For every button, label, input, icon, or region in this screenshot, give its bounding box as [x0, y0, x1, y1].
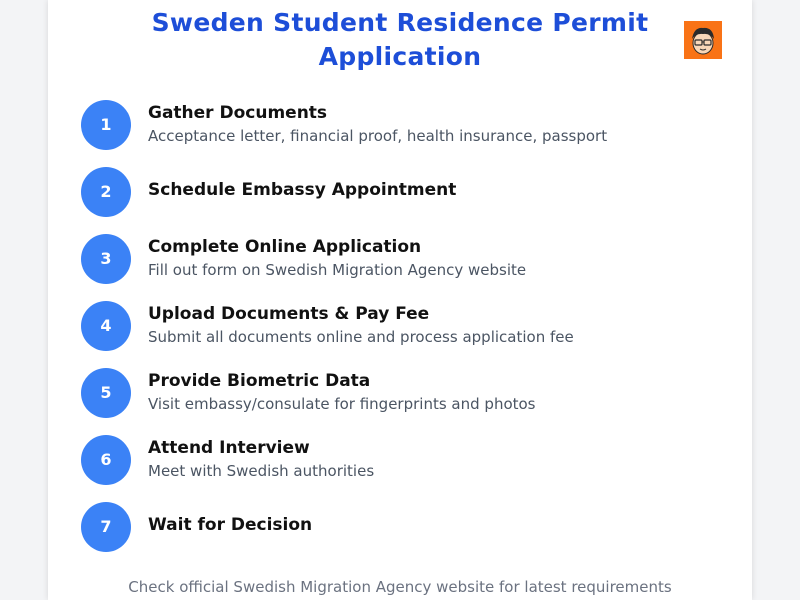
step-title: Provide Biometric Data [148, 371, 371, 391]
step-description: Fill out form on Swedish Migration Agenc… [148, 261, 527, 279]
step-5: 5 Provide Biometric Data Visit embassy/c… [81, 368, 721, 418]
step-number-badge: 3 [81, 234, 131, 284]
step-number-badge: 5 [81, 368, 131, 418]
step-description: Acceptance letter, financial proof, heal… [148, 127, 608, 145]
step-2: 2 Schedule Embassy Appointment [81, 167, 721, 217]
page-title: Sweden Student Residence Permit Applicat… [0, 6, 800, 74]
student-avatar-icon [684, 21, 722, 59]
step-title: Complete Online Application [148, 237, 422, 257]
step-4: 4 Upload Documents & Pay Fee Submit all … [81, 301, 721, 351]
content-card [48, 0, 752, 600]
step-title: Attend Interview [148, 438, 310, 458]
step-description: Meet with Swedish authorities [148, 462, 375, 480]
step-title: Schedule Embassy Appointment [148, 180, 457, 200]
step-description: Submit all documents online and process … [148, 328, 574, 346]
step-3: 3 Complete Online Application Fill out f… [81, 234, 721, 284]
step-number-badge: 2 [81, 167, 131, 217]
step-1: 1 Gather Documents Acceptance letter, fi… [81, 100, 721, 150]
page-title-text: Sweden Student Residence Permit Applicat… [151, 8, 649, 71]
footer-note: Check official Swedish Migration Agency … [128, 578, 672, 596]
step-title: Gather Documents [148, 103, 328, 123]
step-title: Wait for Decision [148, 515, 313, 535]
step-6: 6 Attend Interview Meet with Swedish aut… [81, 435, 721, 485]
step-number-badge: 6 [81, 435, 131, 485]
step-number-badge: 7 [81, 502, 131, 552]
step-number-badge: 4 [81, 301, 131, 351]
step-description: Visit embassy/consulate for fingerprints… [148, 395, 536, 413]
step-number-badge: 1 [81, 100, 131, 150]
step-7: 7 Wait for Decision [81, 502, 721, 552]
step-title: Upload Documents & Pay Fee [148, 304, 430, 324]
